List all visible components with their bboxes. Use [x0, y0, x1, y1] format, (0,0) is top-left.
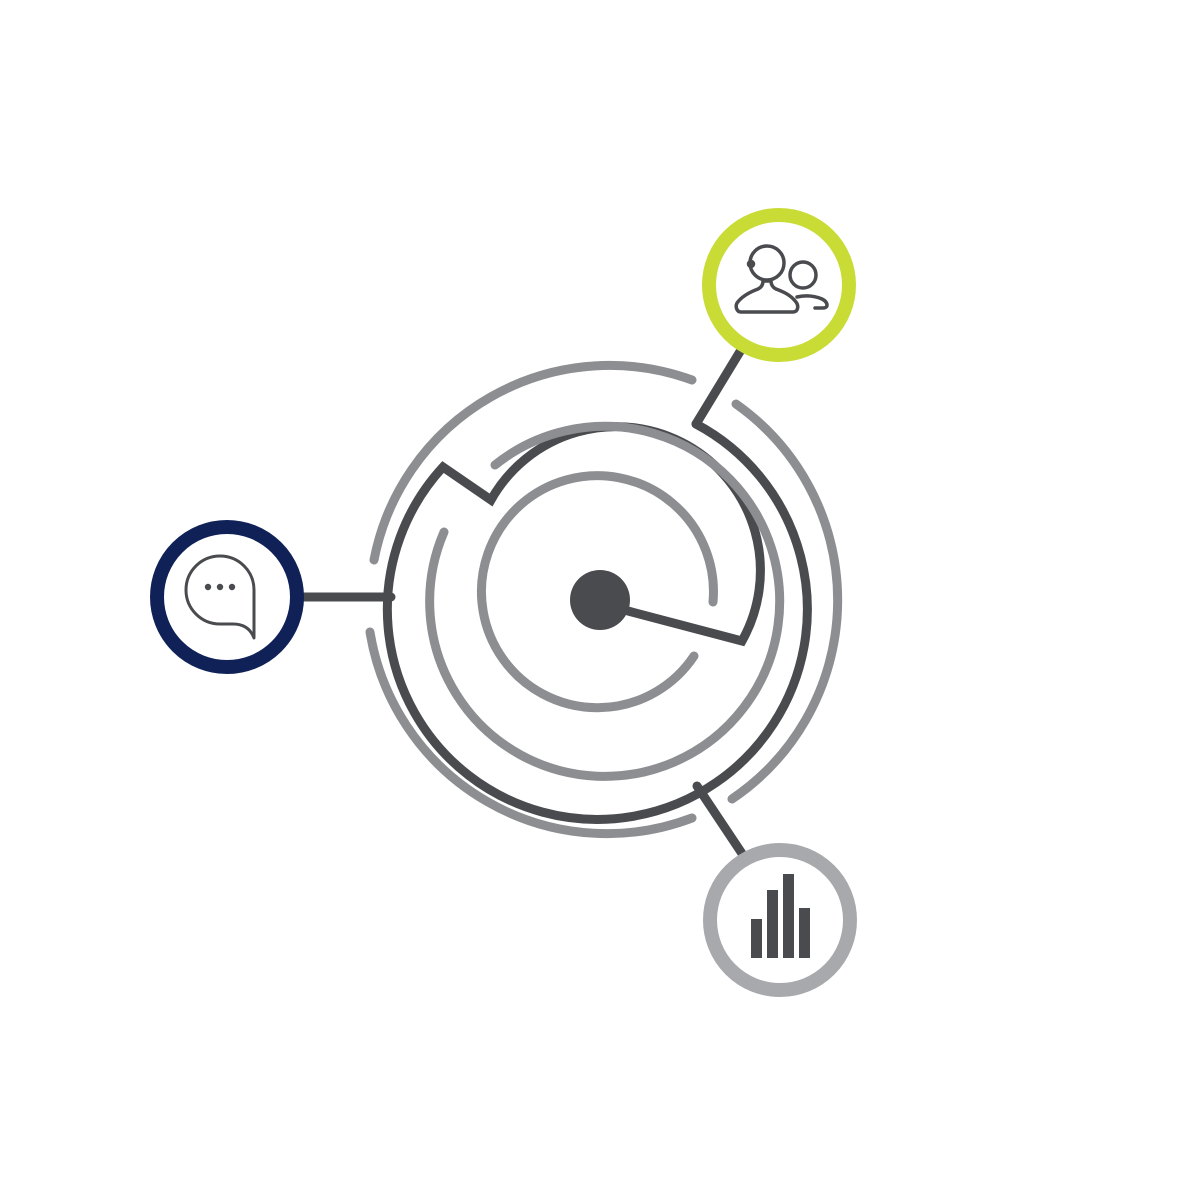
bar-chart-icon	[751, 874, 810, 958]
people-icon	[734, 244, 829, 314]
outer-arc-top	[369, 360, 697, 565]
chart-node[interactable]	[703, 843, 857, 997]
inner-light-ring	[476, 471, 718, 713]
chat-node[interactable]	[150, 520, 304, 674]
outer-arc-bottom	[365, 627, 697, 839]
chat-bubble-icon	[184, 554, 256, 640]
spoke-to-people	[691, 340, 749, 429]
spoke-to-chart	[692, 781, 750, 863]
outer-arc-right	[727, 399, 843, 804]
people-node[interactable]	[702, 208, 856, 362]
middle-light-ring	[425, 421, 785, 781]
maze-center-dot	[570, 570, 630, 630]
